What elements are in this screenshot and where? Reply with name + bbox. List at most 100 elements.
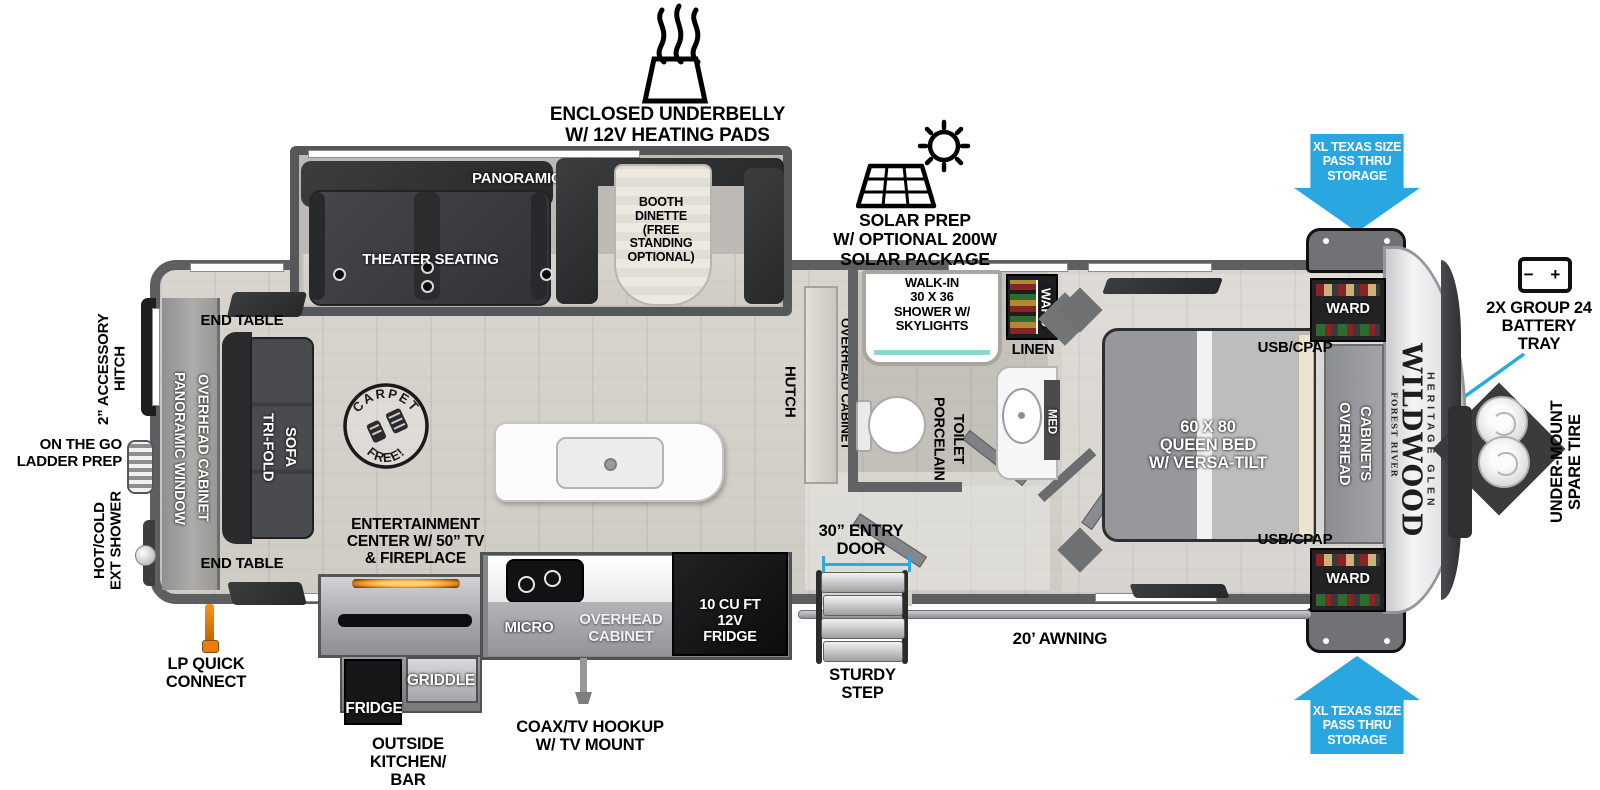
pass-thru-arrow-down: XL TEXAS SIZE PASS THRU STORAGE	[1294, 134, 1420, 232]
cupholder-icon	[540, 268, 553, 281]
griddle-label: GRIDDLE	[406, 672, 476, 689]
pass-thru-arrow-up: XL TEXAS SIZE PASS THRU STORAGE	[1294, 656, 1420, 754]
step-label: STURDY STEP	[829, 666, 896, 703]
cupholder-icon	[421, 280, 434, 293]
usb-cpap-top-label: USB/CPAP	[1257, 339, 1333, 356]
entry-steps	[816, 570, 908, 664]
left-wall-cabinet	[162, 298, 220, 590]
slideout-window-strip	[308, 150, 640, 158]
bath-wall-bottom	[848, 482, 962, 492]
coax-stem-icon	[580, 658, 587, 694]
lp-label: LP QUICK CONNECT	[165, 655, 247, 692]
ladder-prep-label: ON THE GO LADDER PREP	[16, 436, 123, 470]
usb-cpap-bottom-label: USB/CPAP	[1257, 531, 1333, 548]
outside-fridge	[344, 659, 402, 725]
sofa-label: TRI-FOLD SOFA	[259, 412, 300, 482]
ward-clothes-icon	[1316, 554, 1380, 566]
window-top-bedroom	[1088, 263, 1212, 272]
galley-fridge-label: 10 CU FT 12V FRIDGE	[699, 597, 761, 645]
burner-icon	[544, 570, 561, 587]
dinette-table	[614, 164, 712, 306]
linen-label: LINEN	[1011, 342, 1055, 358]
ext-shower-knob-icon	[135, 545, 156, 566]
bedroom-overhead-cabinets	[1324, 344, 1384, 544]
ward-clothes-icon	[1316, 284, 1380, 296]
solar-prep-label: SOLAR PREP W/ OPTIONAL 200W SOLAR PACKAG…	[833, 210, 997, 269]
logo-trim: HERITAGE GLEN	[1424, 371, 1437, 510]
pass-thru-storage-bottom	[1306, 608, 1406, 653]
logo-model: WILDWOOD	[1395, 342, 1427, 538]
storage-screw	[1384, 638, 1390, 644]
awning-bar	[798, 610, 1312, 619]
tv-slot	[338, 614, 472, 627]
bed-runner	[1197, 331, 1212, 539]
heating-pads-icon	[641, 3, 709, 104]
toilet-bowl	[868, 396, 926, 454]
hutch-cabinet	[804, 286, 838, 484]
ward-clothes-icon	[1316, 324, 1380, 336]
entry-door-measure	[822, 556, 911, 572]
left-wall-label: PANORAMIC WINDOW OVERHEAD CABINET	[171, 371, 211, 525]
window-top-rear	[190, 263, 284, 272]
entry-door-label: 30” ENTRY DOOR	[818, 522, 904, 559]
bed-pillow-strip	[1298, 334, 1314, 536]
svg-text:FREE!: FREE!	[364, 444, 407, 465]
med-cabinet	[1044, 380, 1060, 460]
theater-armrest-left	[309, 192, 325, 300]
window-top-bath	[948, 263, 1068, 272]
cupholder-icon	[333, 268, 346, 281]
entertainment-label: ENTERTAINMENT CENTER W/ 50” TV & FIREPLA…	[346, 516, 485, 568]
logo-brand: FOREST RIVER	[1388, 392, 1399, 478]
ladder-prep-icon	[127, 440, 154, 494]
storage-screw	[1384, 238, 1390, 244]
bedroom-ward-top-label: WARD	[1326, 301, 1370, 317]
outside-fridge-label: FRIDGE	[345, 700, 403, 717]
carpet-badge-bottom-text: FREE!	[364, 444, 406, 465]
battery-icon-text: − +	[1523, 264, 1567, 284]
toilet-label: PORCELAIN TOILET	[930, 397, 967, 481]
bedroom-overhead-label: OVERHEAD CABINETS	[1336, 402, 1374, 486]
end-table-top-label: END TABLE	[200, 312, 284, 329]
shower-label: WALK-IN 30 X 36 SHOWER W/ SKYLIGHTS	[893, 275, 971, 333]
bedroom-window-sill-top	[1102, 278, 1223, 294]
galley-cabinet-face	[488, 602, 676, 656]
solar-prep-icon	[856, 119, 971, 209]
storage-screw	[1323, 238, 1329, 244]
hitch-label: 2” ACCESSORY HITCH	[95, 313, 129, 425]
tri-fold-sofa	[250, 337, 314, 539]
end-table-bottom-label: END TABLE	[200, 555, 284, 572]
lp-nozzle-icon	[202, 640, 219, 653]
ward-clothes-icon	[1010, 280, 1038, 334]
dinette-label: BOOTH DINETTE (FREE STANDING OPTIONAL)	[627, 195, 695, 264]
burner-icon	[518, 576, 535, 593]
rear-window-glass	[152, 308, 160, 406]
outside-griddle	[406, 657, 478, 703]
underbelly-label: ENCLOSED UNDERBELLY W/ 12V HEATING PADS	[549, 104, 786, 146]
micro-label: MICRO	[504, 619, 554, 636]
fireplace-glow	[352, 579, 460, 588]
spare-tire	[1478, 436, 1530, 488]
hutch-label: HUTCH	[781, 366, 799, 418]
bath-wall-left	[848, 268, 858, 492]
end-table-bottom	[227, 582, 307, 605]
dinette-bench-right	[744, 168, 784, 304]
outside-kitchen-label: OUTSIDE KITCHEN/ BAR	[369, 735, 447, 790]
coax-plug-icon	[575, 692, 592, 704]
battery-icon: − +	[1518, 257, 1572, 293]
bedroom-window-sill-bottom	[1129, 584, 1230, 598]
sink-faucet-icon	[604, 458, 617, 471]
theater-armrest-right	[531, 192, 547, 300]
sofa-back	[222, 332, 252, 544]
theater-seating-label: THEATER SEATING	[362, 251, 499, 268]
bath-sink-faucet-icon	[1018, 412, 1025, 419]
spare-tire-bracket-arm	[1448, 406, 1472, 538]
lp-hose-icon	[205, 604, 214, 648]
ext-shower-label: HOT/COLD EXT SHOWER	[91, 491, 125, 591]
dinette-bench-left	[556, 168, 598, 304]
awning-label: 20’ AWNING	[1012, 629, 1108, 648]
bedroom-ward-bottom-label: WARD	[1326, 571, 1370, 587]
galley-overhead-label: OVERHEAD CABINET	[579, 611, 663, 645]
med-label: MED	[1045, 408, 1058, 434]
ward-clothes-icon	[1316, 594, 1380, 606]
